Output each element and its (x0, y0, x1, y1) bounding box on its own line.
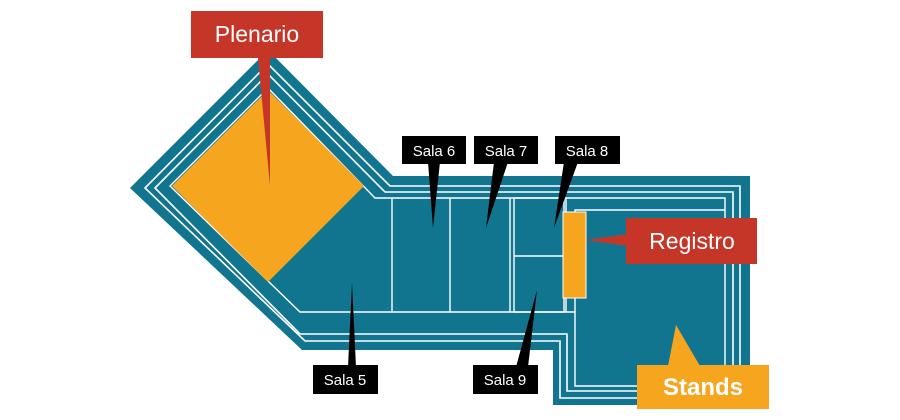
plenario-pointer (258, 58, 270, 186)
sala9-pointer (516, 290, 537, 367)
sala5-label-box (313, 365, 378, 394)
sala9-label-box (473, 365, 538, 394)
sala8-callout[interactable]: Sala 8 (555, 136, 620, 164)
registro-label-box (626, 218, 757, 264)
sala5-callout[interactable]: Sala 5 (313, 365, 378, 394)
registro-callout[interactable]: Registro (626, 218, 757, 264)
sala5-pointer (348, 283, 356, 367)
sala9-callout[interactable]: Sala 9 (473, 365, 538, 394)
stands-pointer (668, 325, 700, 366)
sala9-label: Sala 9 (484, 372, 527, 389)
registro-label: Registro (649, 228, 735, 254)
plenario-label-box (191, 11, 323, 58)
sala6-pointer (428, 162, 440, 228)
stands-label-box (637, 365, 769, 409)
sala7-pointer (486, 162, 508, 228)
registro-desk[interactable] (562, 211, 587, 299)
sala6-label-box (402, 136, 466, 164)
sala6-label: Sala 6 (413, 143, 456, 160)
plenario-room[interactable] (172, 90, 364, 282)
sala8-label-box (555, 136, 620, 164)
plenario-label: Plenario (215, 21, 299, 47)
sala7-label-box (474, 136, 538, 164)
sala8-label: Sala 8 (566, 143, 609, 160)
sala6-callout[interactable]: Sala 6 (402, 136, 466, 164)
registro-pointer (586, 234, 628, 246)
plenario-callout[interactable]: Plenario (191, 11, 323, 58)
sala7-callout[interactable]: Sala 7 (474, 136, 538, 164)
sala5-label: Sala 5 (324, 372, 367, 389)
sala8-pointer (554, 162, 578, 228)
stands-label: Stands (663, 374, 743, 401)
sala7-label: Sala 7 (485, 143, 528, 160)
stands-callout[interactable]: Stands (637, 365, 769, 409)
